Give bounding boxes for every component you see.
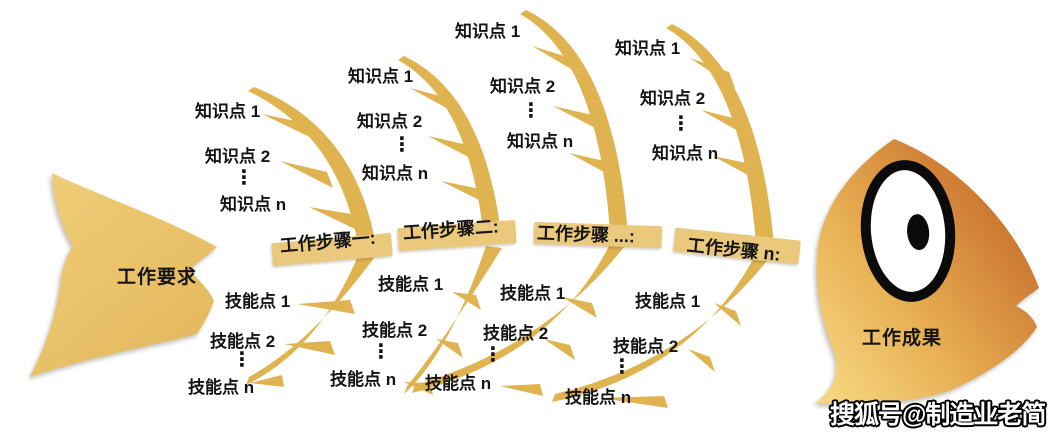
top-bones xyxy=(248,10,774,252)
bone-tick xyxy=(297,300,355,314)
ellipsis-dots: ⋮ xyxy=(392,134,412,156)
knowledge-point-label: 知识点 n xyxy=(220,195,287,214)
skill-point-label: 技能点 n xyxy=(425,374,492,393)
spine-segment xyxy=(397,220,517,251)
skill-point-label: 技能点 2 xyxy=(362,321,428,340)
knowledge-point-label: 知识点 2 xyxy=(640,89,706,108)
ellipsis-dots: ⋮ xyxy=(612,356,632,378)
knowledge-point-label: 知识点 1 xyxy=(455,22,521,41)
bone-tick xyxy=(600,396,668,408)
top-bone xyxy=(398,56,502,242)
bone-tick xyxy=(569,153,615,178)
bone-tick xyxy=(250,375,284,387)
skill-point-label: 技能点 1 xyxy=(500,284,566,303)
head-label: 工作成果 xyxy=(862,328,943,349)
knowledge-point-label: 知识点 2 xyxy=(357,112,423,131)
bone-tick xyxy=(544,339,575,360)
bone-tick xyxy=(701,110,747,136)
bone-tick xyxy=(532,46,583,76)
bone-tick xyxy=(452,292,481,310)
knowledge-point-label: 知识点 n xyxy=(652,144,719,163)
bone-tick xyxy=(690,58,735,88)
ellipsis-dots: ⋮ xyxy=(671,113,691,135)
bottom-bone xyxy=(552,250,774,402)
bone-tick xyxy=(562,297,597,318)
skill-point-label: 技能点 1 xyxy=(378,275,444,294)
top-bone xyxy=(520,10,628,235)
ellipsis-dots: ⋮ xyxy=(483,344,503,366)
bottom-bones xyxy=(246,240,774,408)
knowledge-point-label: 知识点 1 xyxy=(195,102,261,121)
skill-point-label: 技能点 1 xyxy=(225,292,291,311)
skill-point-label: 技能点 n xyxy=(565,388,632,407)
ellipsis-dots: ⋮ xyxy=(521,100,541,122)
top-bone xyxy=(666,24,774,245)
knowledge-point-label: 知识点 n xyxy=(362,164,429,183)
knowledge-point-label: 知识点 1 xyxy=(615,39,681,58)
ellipsis-dots: ⋮ xyxy=(232,349,252,371)
knowledge-point-label: 知识点 2 xyxy=(490,77,556,96)
bone-tick xyxy=(500,384,543,396)
bone-tick xyxy=(714,303,741,326)
bone-tick xyxy=(428,136,478,162)
bone-tick xyxy=(713,156,757,180)
skill-point-label: 技能点 2 xyxy=(483,324,549,343)
bone-tick xyxy=(553,106,603,132)
spine-segment xyxy=(533,221,663,249)
skill-point-label: 技能点 2 xyxy=(613,337,679,356)
bone-tick xyxy=(441,181,491,206)
skill-point-label: 技能点 n xyxy=(188,378,255,397)
tail-label: 工作要求 xyxy=(117,267,198,288)
step-label-3: 工作步骤 ...: xyxy=(536,223,636,247)
ellipsis-dots: ⋮ xyxy=(234,167,254,189)
watermark: 搜狐号@制造业老简 xyxy=(830,401,1046,429)
fish-eye-icon xyxy=(860,160,956,302)
bone-tick xyxy=(284,341,335,355)
skill-point-label: 技能点 2 xyxy=(210,332,276,351)
bone-tick xyxy=(280,161,333,188)
spine-segment xyxy=(673,227,801,265)
bone-tick xyxy=(436,339,463,358)
bone-tick xyxy=(262,114,316,140)
bottom-bone xyxy=(412,240,628,393)
skill-point-label: 技能点 1 xyxy=(635,292,701,311)
bone-tick xyxy=(404,382,433,395)
fish-tail-shape xyxy=(30,173,217,377)
bottom-bone xyxy=(404,246,502,394)
spine-segment xyxy=(271,232,393,267)
knowledge-point-label: 知识点 1 xyxy=(348,67,414,86)
knowledge-point-label: 知识点 2 xyxy=(205,147,271,166)
bone-tick xyxy=(410,88,461,116)
spine xyxy=(271,220,801,267)
skill-point-label: 技能点 n xyxy=(330,370,397,389)
bottom-bone xyxy=(246,256,374,385)
ellipsis-dots: ⋮ xyxy=(371,341,391,363)
bone-tick xyxy=(309,207,357,230)
bone-tick xyxy=(688,349,715,372)
knowledge-point-label: 知识点 n xyxy=(507,132,574,151)
